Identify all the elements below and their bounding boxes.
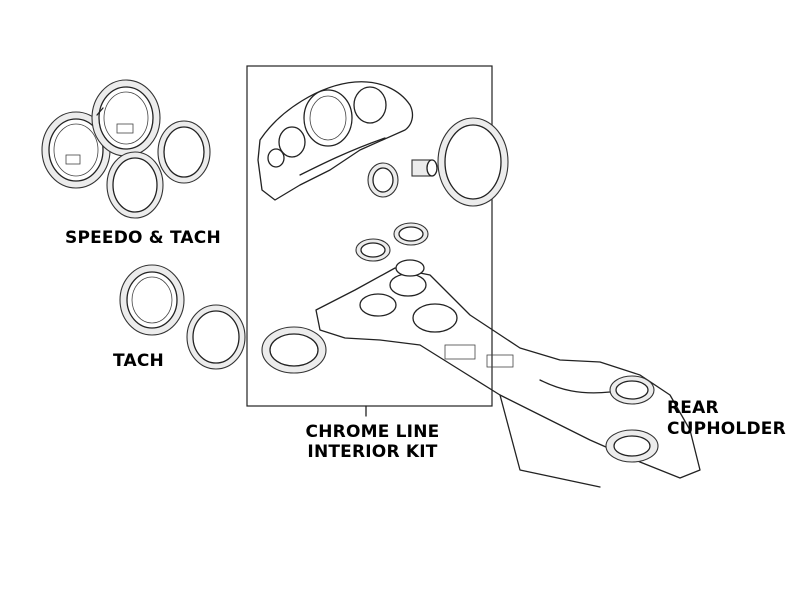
gauge-ring-small <box>367 162 399 198</box>
speedo-tach-bezel-group <box>41 79 211 219</box>
tach-chrome-ring <box>157 120 211 184</box>
twin-gauge-housing <box>41 79 161 189</box>
chrome-line-kit-box <box>246 65 493 417</box>
label-cupholder: CUPHOLDER <box>667 419 786 439</box>
adapter-cylinder <box>411 159 438 177</box>
tach-housing <box>119 264 185 336</box>
dashboard-cluster <box>257 81 414 201</box>
label-interior-kit: INTERIOR KIT <box>307 442 438 462</box>
front-cupholder-rings <box>355 222 429 262</box>
rear-cupholder-base <box>605 429 659 463</box>
label-rear: REAR <box>667 398 719 418</box>
speedo-chrome-ring-large <box>437 117 509 207</box>
label-tach: TACH <box>113 351 164 371</box>
tach-ring <box>186 304 246 370</box>
rear-cupholder-ring <box>609 375 655 405</box>
center-console <box>315 259 701 488</box>
label-chrome-line: CHROME LINE <box>305 422 440 442</box>
tach-bezel-group <box>119 264 246 370</box>
speedo-chrome-ring <box>106 151 164 219</box>
console-chrome-ring <box>261 326 327 374</box>
label-speedo-tach: SPEEDO & TACH <box>65 228 221 248</box>
